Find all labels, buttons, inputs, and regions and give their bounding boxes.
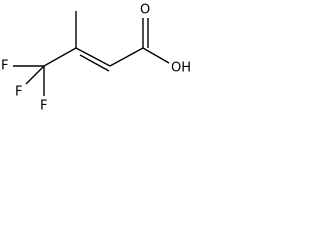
bond-c3-c2 — [75, 47, 111, 67]
bonds — [13, 11, 170, 96]
atom-labels: O OH F F F — [1, 3, 191, 114]
atom-label-fluorine-bottom: F — [40, 99, 47, 114]
atom-label-oxygen: O — [140, 3, 150, 18]
atom-label-hydroxyl: OH — [171, 61, 191, 76]
atom-label-fluorine-bottom-left: F — [15, 85, 22, 100]
bond-c3-cf3 — [43, 47, 77, 67]
bond-c1-oh — [142, 47, 170, 64]
bond-c2-c1 — [109, 47, 144, 67]
bond-c-f-bottom-left — [25, 65, 45, 85]
bond-c3-c2-second — [79, 54, 110, 72]
chemical-structure-diagram: O OH F F F — [1, 3, 191, 114]
atom-label-fluorine-left: F — [1, 59, 8, 74]
